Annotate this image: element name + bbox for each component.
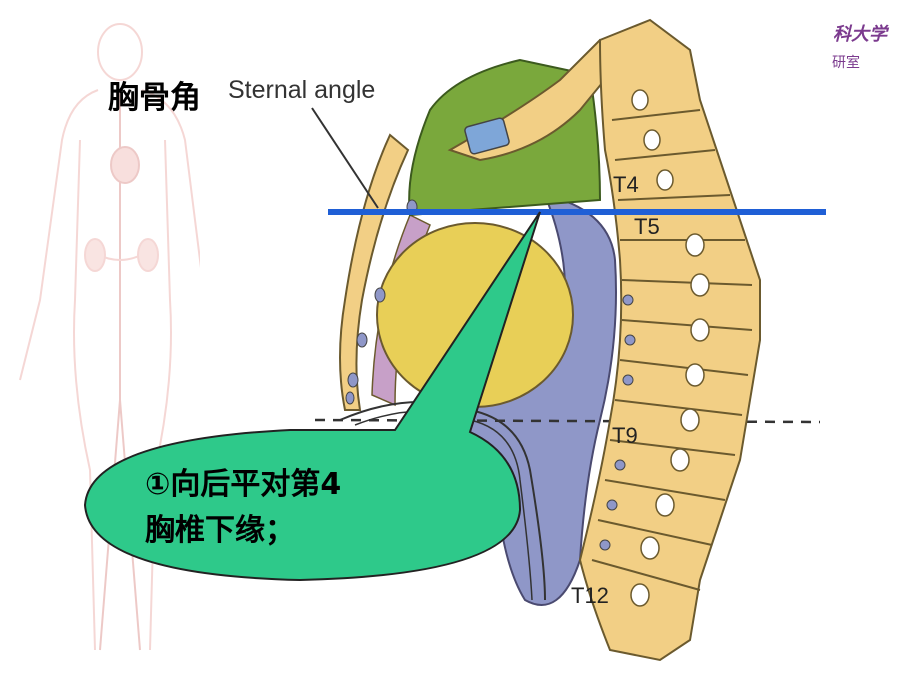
vertebra-label-t12: T12 [571,583,609,608]
sternal-angle-label-en: Sternal angle [228,76,376,104]
callout-bubble [83,211,541,582]
callout-line-2: 胸椎下缘； [145,513,295,548]
vertebra-label-t9: T9 [612,423,638,448]
vertebra-label-t5: T5 [634,214,660,239]
sternal-angle-label-cn: 胸骨角 [108,80,201,116]
rib-cartilage-dots [345,199,418,405]
vertebra-label-t4: T4 [613,172,639,197]
watermark-line2: 研室 [832,55,860,71]
callout-line-1: ①向后平对第4 [145,467,342,502]
callout-text: ①向后平对第4 胸椎下缘； [145,462,465,554]
sternal-angle-leader-line [311,107,379,209]
watermark-line1: 科大学 [833,24,887,45]
vertebral-column [578,18,761,662]
